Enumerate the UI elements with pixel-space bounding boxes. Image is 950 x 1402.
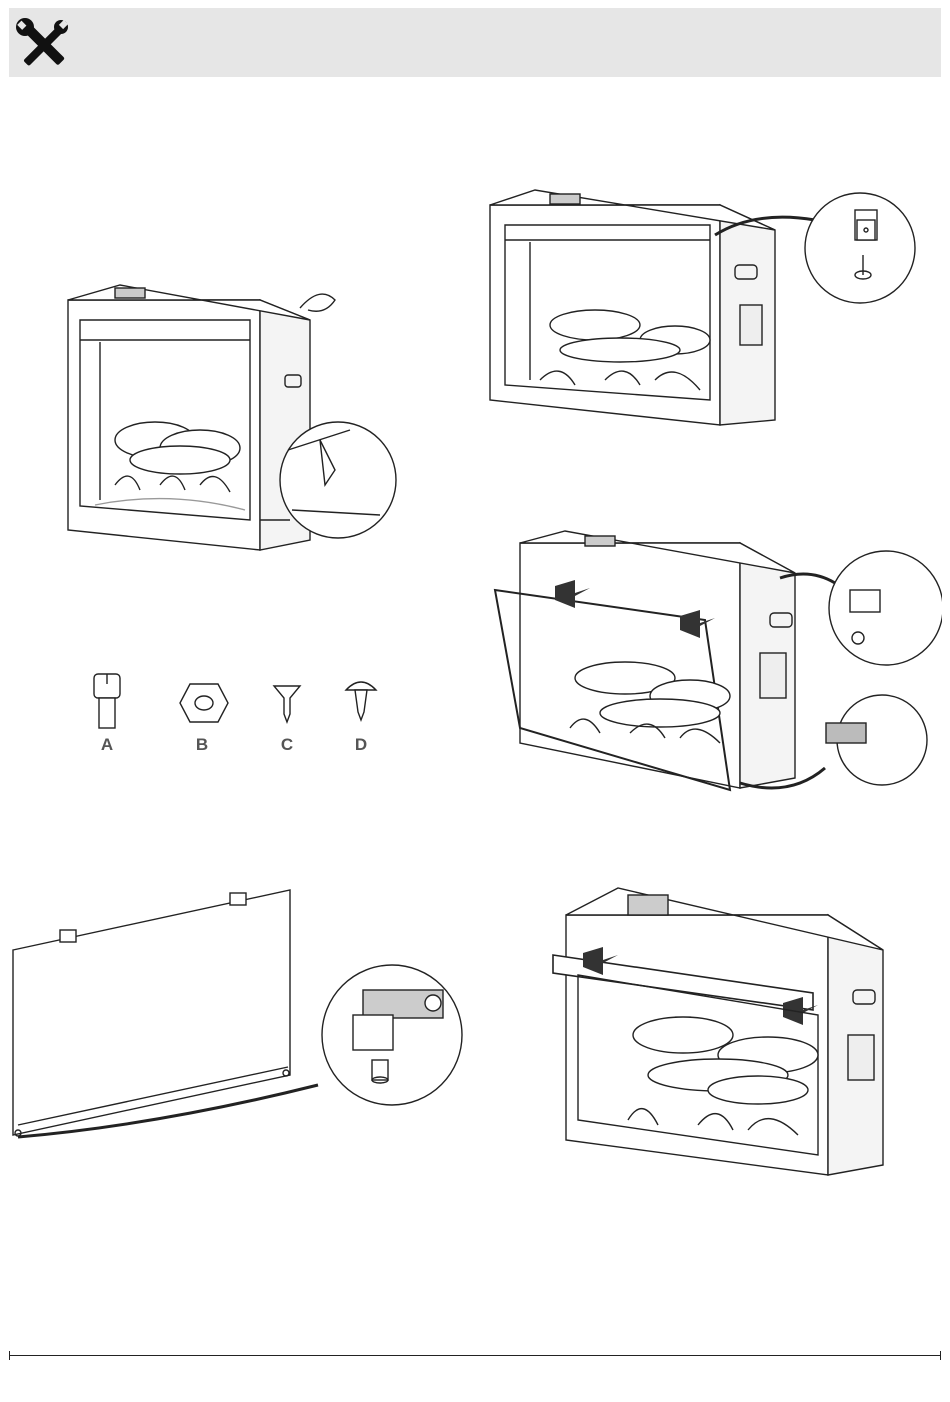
fig-glass-panel	[8, 885, 468, 1145]
fig-top-bracket	[485, 180, 925, 440]
header-band	[9, 8, 941, 77]
part-label-d: D	[341, 735, 381, 755]
shoulder-screw-icon	[90, 672, 124, 730]
fig-unpacked-insert	[60, 280, 400, 560]
plastic-anchor-icon	[272, 684, 302, 724]
part-label-a: A	[87, 735, 127, 755]
fig-trim-install	[548, 885, 888, 1180]
tools-icon	[16, 18, 70, 72]
part-label-b: B	[182, 735, 222, 755]
part-label-c: C	[267, 735, 307, 755]
footer-rule	[9, 1355, 941, 1356]
hex-nut-icon	[178, 682, 230, 724]
truss-head-screw-icon	[344, 678, 378, 724]
footer-tick-left	[9, 1351, 10, 1360]
footer-tick-right	[940, 1351, 941, 1360]
fig-glass-install	[490, 528, 942, 803]
